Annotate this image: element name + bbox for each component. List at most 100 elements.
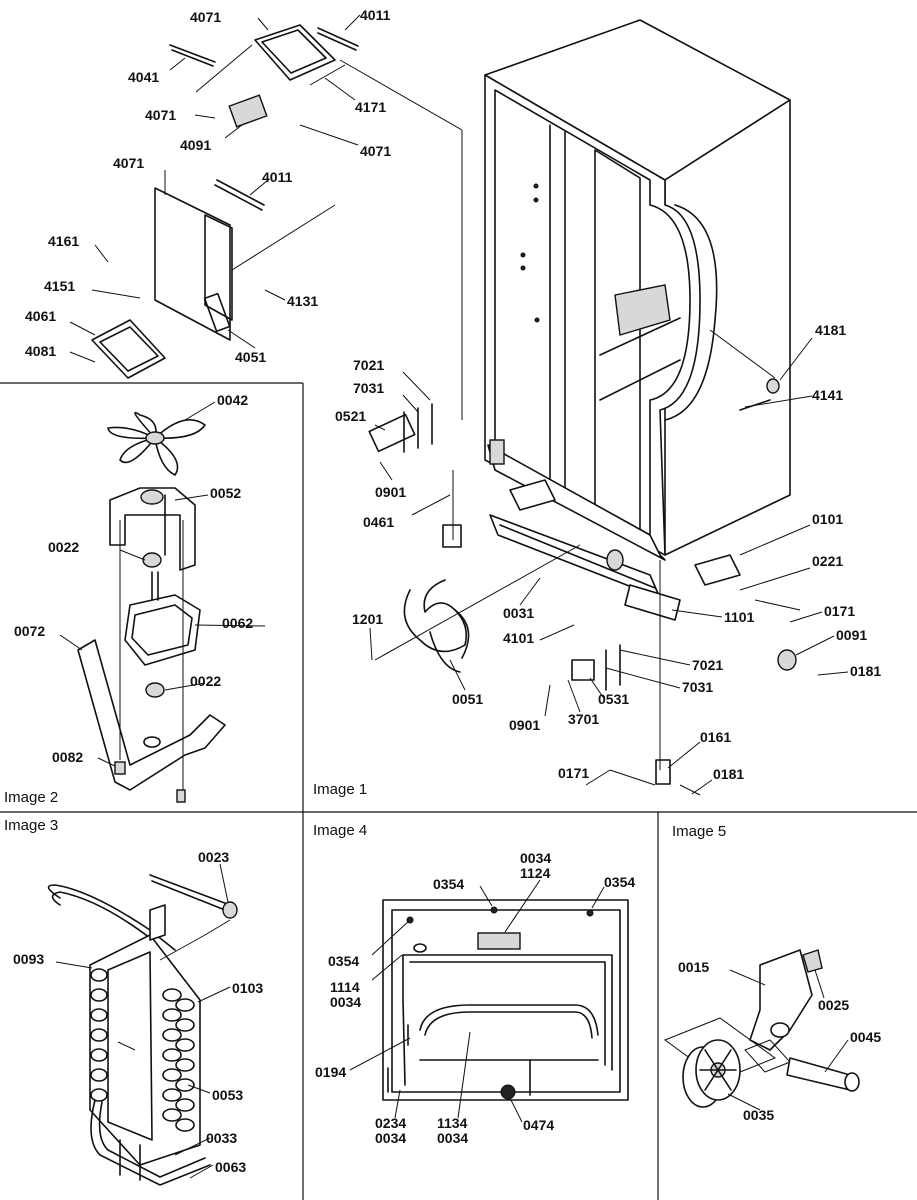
- callout: 0035: [743, 1107, 774, 1123]
- callout: 0103: [232, 980, 263, 996]
- callout: 0093: [13, 951, 44, 967]
- callout: 4141: [812, 387, 843, 403]
- callout: 0531: [598, 691, 629, 707]
- image2-artwork: [77, 411, 226, 803]
- damper-housing: [169, 24, 359, 128]
- air-channel-plate: [91, 179, 336, 379]
- callout: 4131: [287, 293, 318, 309]
- callout: 7031: [353, 380, 384, 396]
- callout: 4081: [25, 343, 56, 359]
- fan-blade: [107, 411, 206, 476]
- callout: 4071: [113, 155, 144, 171]
- callout: 7021: [692, 657, 723, 673]
- image1-artwork: [91, 19, 801, 796]
- callout: 0901: [375, 484, 406, 500]
- image2-callouts: 0042 0052 0022 0062 0072 0022 0082: [14, 392, 253, 765]
- callout: 0053: [212, 1087, 243, 1103]
- panel-caption-image2: Image 2: [4, 789, 58, 806]
- callout: 4161: [48, 233, 79, 249]
- callout: 4071: [190, 9, 221, 25]
- callout: 0034: [520, 850, 551, 866]
- callout: 7021: [353, 357, 384, 373]
- freezer-compartment: [382, 899, 629, 1101]
- image5-artwork: [663, 949, 860, 1108]
- callout: 0171: [558, 765, 589, 781]
- callout: 0234: [375, 1115, 406, 1131]
- callout: 0033: [206, 1130, 237, 1146]
- callout: 0221: [812, 553, 843, 569]
- callout: 0023: [198, 849, 229, 865]
- callout: 0181: [713, 766, 744, 782]
- callout: 0474: [523, 1117, 554, 1133]
- fan-bracket: [109, 487, 196, 571]
- callout: 0045: [850, 1029, 881, 1045]
- callout: 4091: [180, 137, 211, 153]
- callout: 1134: [437, 1115, 468, 1131]
- callout: 4011: [262, 169, 293, 185]
- callout: 0022: [190, 673, 221, 689]
- leader-lines: [55, 14, 849, 1179]
- bottom-parts: [368, 378, 801, 796]
- callout: 0052: [210, 485, 241, 501]
- callout: 0062: [222, 615, 253, 631]
- motor-bracket: [77, 639, 226, 791]
- image4-callouts: 0034 1124 0354 0354 0354 1114 0034 0194 …: [315, 850, 635, 1146]
- roller-assembly: [663, 949, 860, 1108]
- callout: 1124: [520, 865, 551, 881]
- evaporator-coil: [47, 884, 211, 1186]
- panel-caption-image5: Image 5: [672, 823, 726, 840]
- callout: 0015: [678, 959, 709, 975]
- callout: 7031: [682, 679, 713, 695]
- callout: 0034: [437, 1130, 468, 1146]
- callout: 0101: [812, 511, 843, 527]
- defrost-thermostat: [149, 874, 238, 961]
- callout: 0194: [315, 1064, 346, 1080]
- panel-frames: [0, 382, 917, 1200]
- callout: 4171: [355, 99, 386, 115]
- callout: 0031: [503, 605, 534, 621]
- callout: 4061: [25, 308, 56, 324]
- callout: 0354: [433, 876, 464, 892]
- callout: 1114: [330, 979, 360, 995]
- image3-artwork: [47, 874, 238, 1186]
- image3-callouts: 0023 0093 0103 0053 0033 0063: [13, 849, 263, 1175]
- callout: 3701: [568, 711, 599, 727]
- callout: 0181: [850, 663, 881, 679]
- callout: 0022: [48, 539, 79, 555]
- callout: 0034: [330, 994, 361, 1010]
- image5-callouts: 0015 0025 0045 0035: [678, 959, 881, 1123]
- callout: 0063: [215, 1159, 246, 1175]
- callout: 0025: [818, 997, 849, 1013]
- callout: 4071: [145, 107, 176, 123]
- callout: 4051: [235, 349, 266, 365]
- callout: 1201: [352, 611, 383, 627]
- callout: 0042: [217, 392, 248, 408]
- callout: 0034: [375, 1130, 406, 1146]
- callout: 0082: [52, 749, 83, 765]
- callout: 4041: [128, 69, 159, 85]
- cabinet: [339, 19, 791, 561]
- panel-captions: Image 1 Image 2 Image 3 Image 4 Image 5: [4, 781, 726, 840]
- callout: 4181: [815, 322, 846, 338]
- panel-caption-image4: Image 4: [313, 822, 367, 839]
- callout: 0161: [700, 729, 731, 745]
- callout: 0091: [836, 627, 867, 643]
- callout: 4071: [360, 143, 391, 159]
- callout: 0051: [452, 691, 483, 707]
- coil-tubes: [90, 968, 195, 1132]
- callout: 0354: [604, 874, 635, 890]
- callout: 0072: [14, 623, 45, 639]
- panel-caption-image1: Image 1: [313, 781, 367, 798]
- fan-motor: [124, 571, 201, 666]
- callout: 4151: [44, 278, 75, 294]
- panel-caption-image3: Image 3: [4, 817, 58, 834]
- callout: 0901: [509, 717, 540, 733]
- callout: 0171: [824, 603, 855, 619]
- callout: 4101: [503, 630, 534, 646]
- callout: 4011: [360, 7, 391, 23]
- callout: 0461: [363, 514, 394, 530]
- callout: 0354: [328, 953, 359, 969]
- callout: 1101: [724, 609, 755, 625]
- image1-callouts: 4071 4011 4041 4071 4171 4091 4071 4071 …: [25, 7, 881, 782]
